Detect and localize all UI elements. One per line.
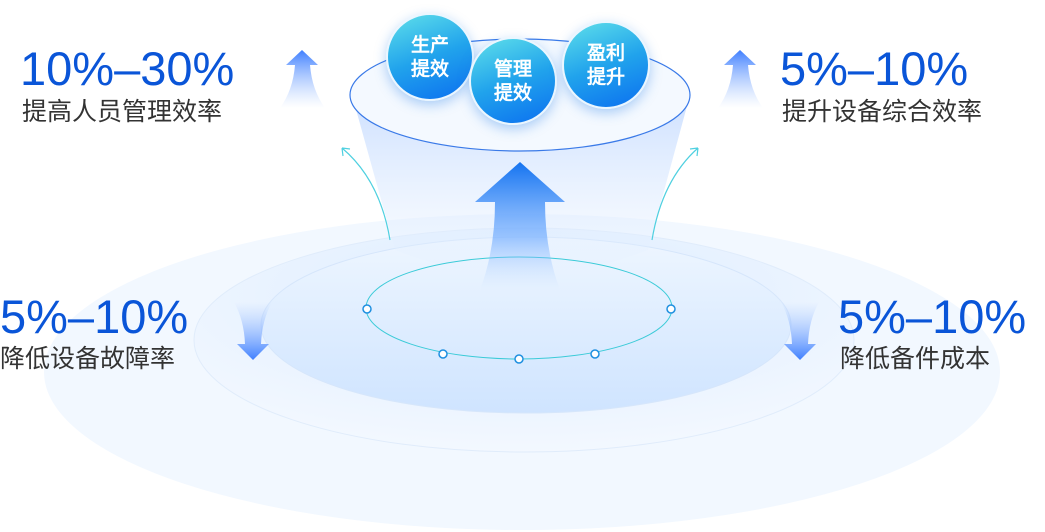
metric-value-staff: 10%–30%: [20, 42, 235, 95]
metric-label-oee: 提升设备综合效率: [782, 97, 983, 126]
bubble-management: 管理提效: [469, 37, 557, 125]
metric-value-oee: 5%–10%: [780, 42, 969, 95]
up-arrow-right-icon: [718, 50, 763, 108]
metric-label-spares: 降低备件成本: [840, 344, 991, 373]
down-arrow-left-icon: [234, 302, 272, 360]
metric-label-failure: 降低设备故障率: [0, 344, 176, 373]
metric-value-failure: 5%–10%: [0, 290, 189, 343]
bubble-profit: 盈利提升: [562, 21, 650, 109]
up-arrow-left-icon: [280, 50, 325, 108]
metric-label-staff: 提高人员管理效率: [22, 97, 223, 126]
bubble-production: 生产提效: [386, 13, 474, 101]
metric-value-spares: 5%–10%: [838, 290, 1027, 343]
orbit-nodes: [362, 304, 676, 364]
big-up-arrow-icon: [475, 162, 565, 290]
cyan-arc-arrow-right-icon: [651, 147, 699, 241]
cyan-arc-arrow-left-icon: [341, 147, 391, 241]
down-arrow-right-icon: [781, 302, 819, 360]
